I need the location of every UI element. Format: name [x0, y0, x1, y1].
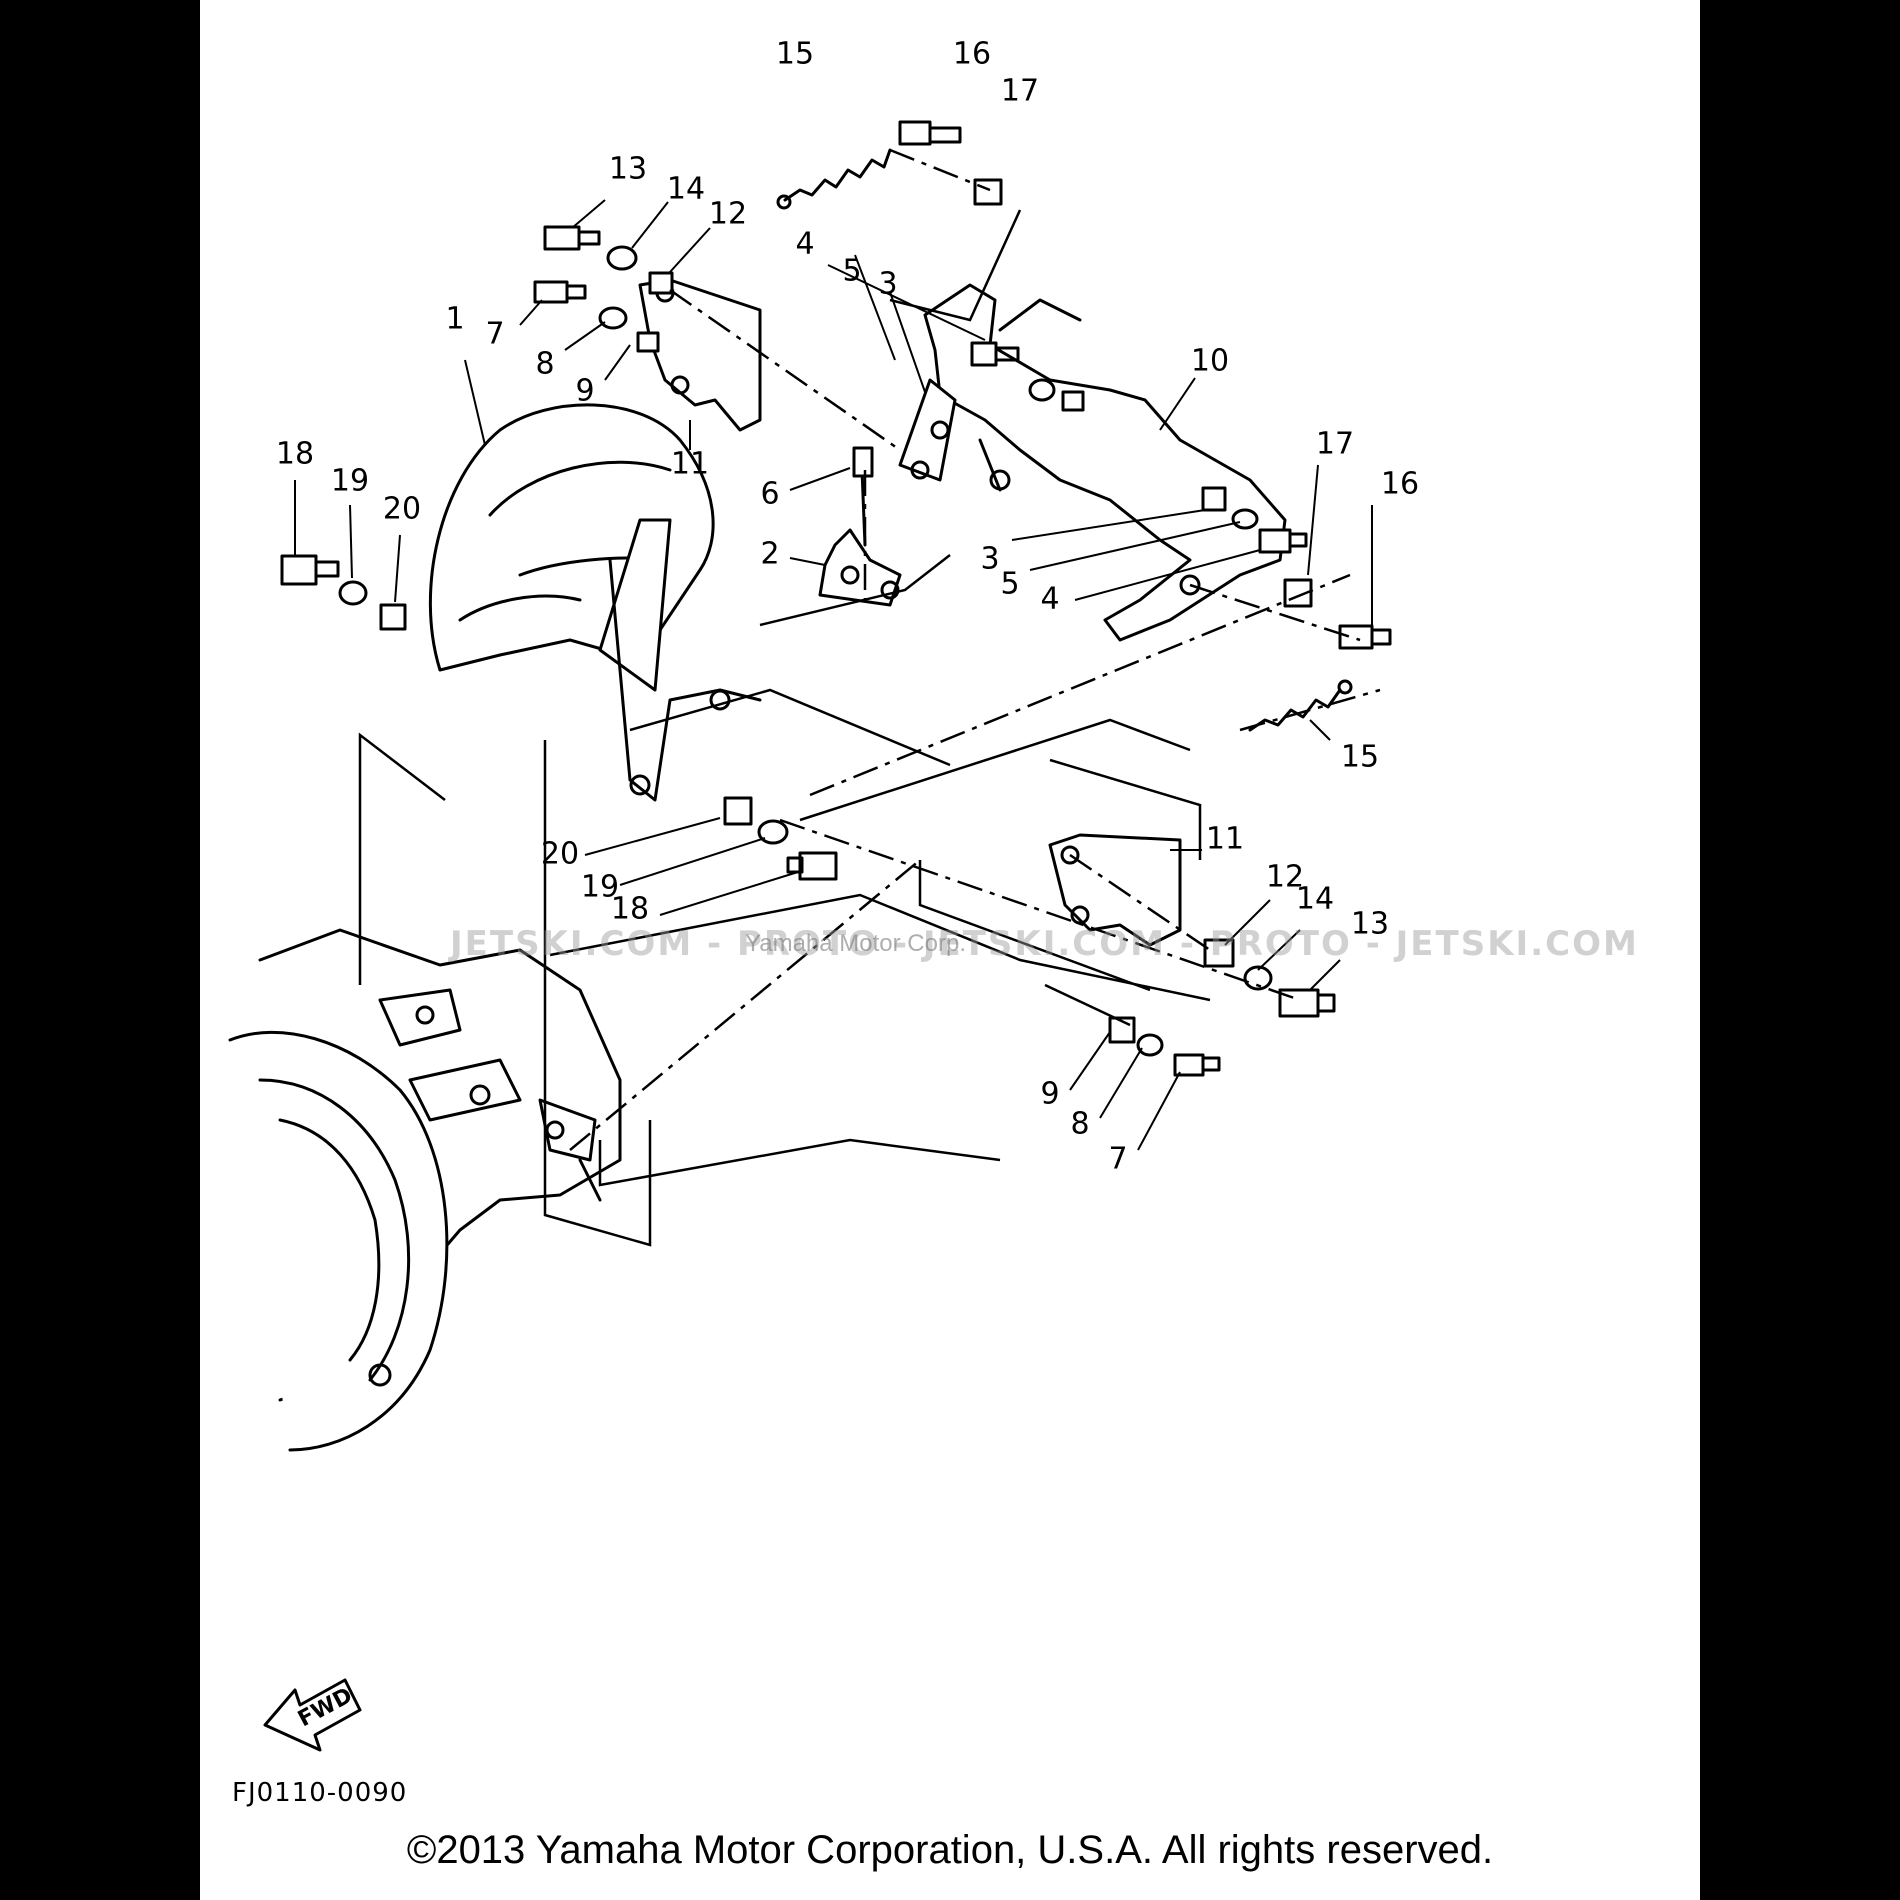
callout-label: 2	[760, 537, 779, 572]
callout-label: 14	[1296, 882, 1334, 917]
parts-diagram-sheet: FWD 15 16 17 13 14 12 7 8 9 4 5 3 1 11 1…	[200, 0, 1700, 1900]
callout-label: 9	[575, 374, 594, 409]
axis-lines	[569, 148, 1381, 1151]
callout-label: 5	[842, 254, 861, 289]
callout-label: 13	[1351, 907, 1389, 942]
upper-link-plate-part	[638, 278, 762, 432]
hardware-left	[280, 554, 407, 631]
hardware-upper-mid	[970, 341, 1085, 412]
callout-label: 15	[1341, 740, 1379, 775]
callout-label: 17	[1316, 427, 1354, 462]
callout-label: 3	[980, 542, 999, 577]
fwd-arrow-icon: FWD	[263, 1678, 362, 1752]
callout-label: 11	[671, 447, 709, 482]
callout-label: 6	[760, 477, 779, 512]
callout-label: 16	[953, 37, 991, 72]
callout-label: 5	[1000, 567, 1019, 602]
callout-label: 3	[878, 267, 897, 302]
hardware-upper-left	[533, 225, 674, 353]
callout-label: 18	[611, 892, 649, 927]
callout-label: 15	[776, 37, 814, 72]
hardware-lower-mid	[723, 796, 838, 881]
callout-label: 12	[1266, 860, 1304, 895]
callout-label: 7	[485, 317, 504, 352]
hardware-mid	[1201, 486, 1308, 554]
callout-label: 7	[1108, 1142, 1127, 1177]
callout-label: 11	[1206, 822, 1244, 857]
springs-studs	[776, 120, 1392, 732]
callout-label: 1	[445, 302, 464, 337]
callout-label: 9	[1040, 1077, 1059, 1112]
callout-label: 8	[535, 347, 554, 382]
lower-bracket-part	[818, 446, 902, 607]
jet-pump-housing-part	[228, 928, 622, 1452]
callout-label: 10	[1191, 344, 1229, 379]
callout-label: 17	[1001, 74, 1039, 109]
deflector-cover-part	[428, 403, 762, 802]
callout-label: 18	[276, 437, 314, 472]
leader-lines	[294, 199, 1373, 1151]
callout-label: 4	[795, 227, 814, 262]
callout-label: 14	[667, 172, 705, 207]
callout-label: 19	[331, 464, 369, 499]
watermark-subtext: Yamaha Motor Corp.	[745, 930, 966, 957]
exploded-parts-diagram: FWD 15 16 17 13 14 12 7 8 9 4 5 3 1 11 1…	[228, 37, 1419, 1752]
callout-label: 20	[541, 837, 579, 872]
callout-label: 20	[383, 492, 421, 527]
watermark: JETSKI.COM - PROTO - JETSKI.COM - PROTO …	[450, 924, 1639, 964]
callout-label: 4	[1040, 582, 1059, 617]
copyright-notice: ©2013 Yamaha Motor Corporation, U.S.A. A…	[406, 1828, 1494, 1872]
assembly-lines	[358, 209, 1211, 1247]
callout-numbers: 15 16 17 13 14 12 7 8 9 4 5 3 1 11 10 6 …	[276, 37, 1419, 1177]
callout-label: 19	[581, 870, 619, 905]
callout-label: 16	[1381, 467, 1419, 502]
steering-arm-part	[898, 283, 1287, 642]
callout-label: 13	[609, 152, 647, 187]
drawing-code: FJ0110-0090	[232, 1778, 408, 1808]
callout-label: 12	[709, 197, 747, 232]
callout-label: 8	[1070, 1107, 1089, 1142]
